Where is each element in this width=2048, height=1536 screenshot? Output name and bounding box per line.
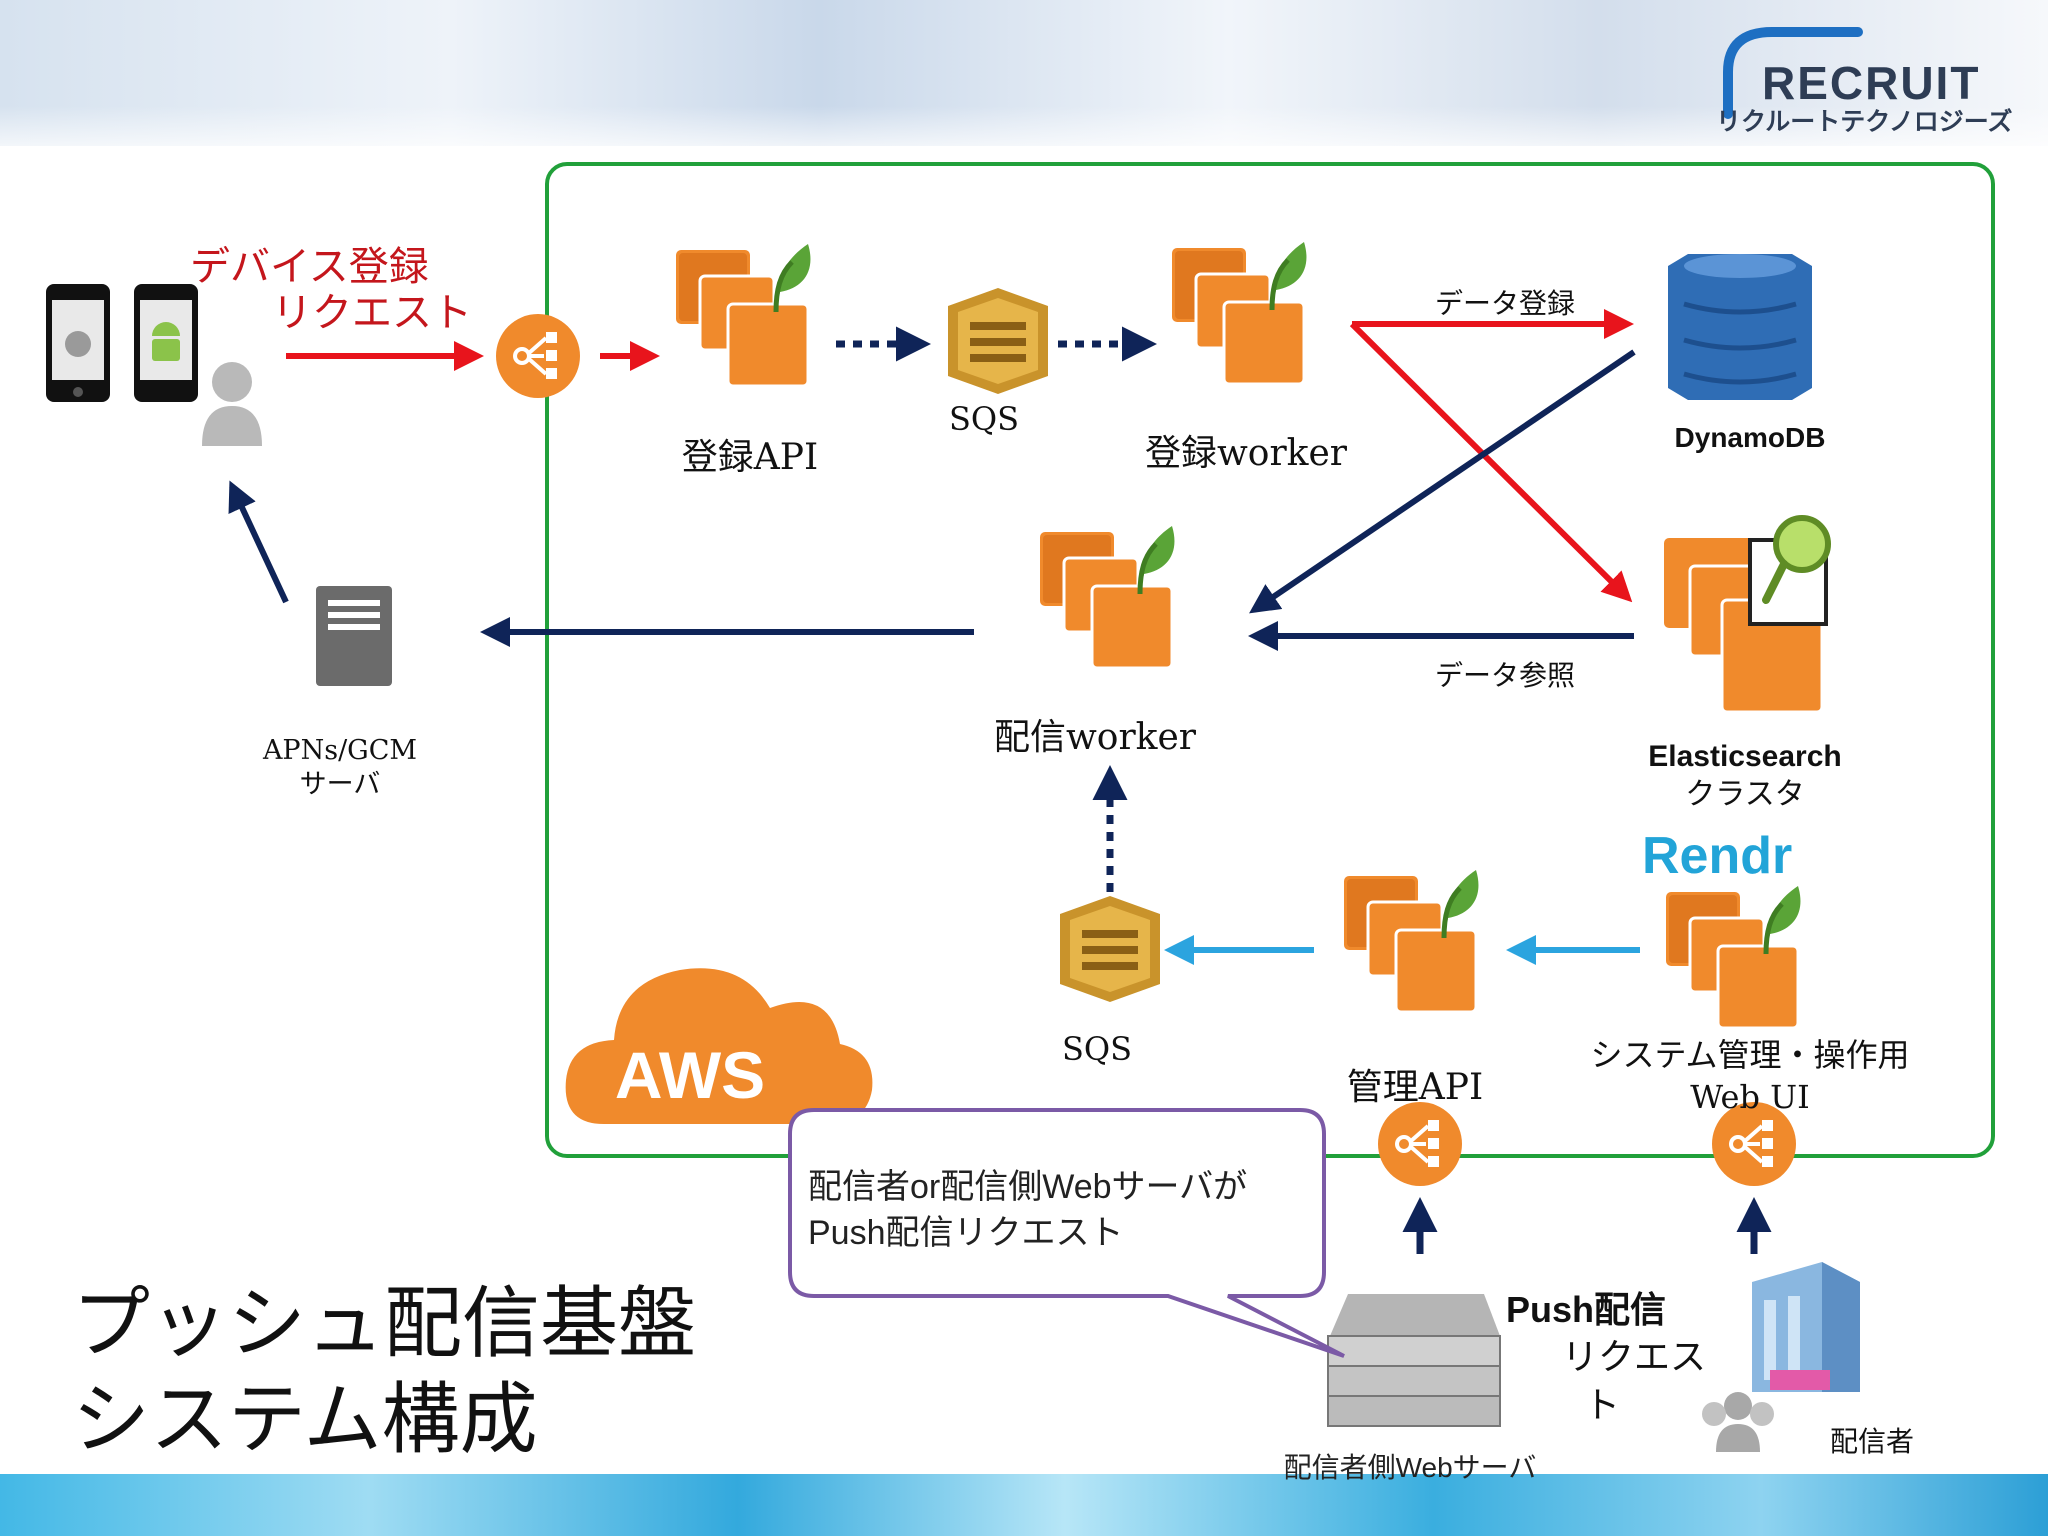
page-title-line2: システム構成 [72, 1375, 538, 1465]
aws-cloud-text: AWS [615, 1038, 765, 1112]
mgmt-api-ec2-icon [1344, 870, 1478, 1012]
sqs-bottom-label: SQS [1061, 1030, 1133, 1068]
mgmt-api-label: 管理API [1346, 1067, 1484, 1108]
device-reg-label: デバイス登録 リクエスト [190, 244, 472, 336]
push-line3: ト [1584, 1385, 1621, 1426]
sqs-icon-bottom [1060, 896, 1160, 1002]
sqs-icon-top [948, 288, 1048, 394]
data-register-label: データ登録 [1434, 287, 1575, 320]
callout-line2: Push配信リクエスト [808, 1214, 1124, 1252]
data-reference-label: データ参照 [1434, 659, 1575, 692]
load-balancer-icon-mgmt [1376, 1100, 1464, 1188]
dist-worker-ec2-icon [1040, 526, 1174, 668]
reg-worker-label: 登録worker [1144, 433, 1348, 474]
push-request-label: Push配信 リクエス ト [1506, 1286, 1706, 1430]
logo-word: RECRUIT [1762, 57, 1981, 109]
rack-server-icon [1327, 1294, 1501, 1427]
android-phone-icon [134, 284, 198, 402]
recruit-logo-mark [1723, 27, 1863, 119]
logo-subtitle: リクルートテクノロジーズ [1716, 107, 2013, 136]
distributor-label: 配信者 [1830, 1425, 1915, 1458]
callout-line1: 配信者or配信側Webサーバが [808, 1168, 1248, 1206]
dynamodb-icon [1668, 254, 1812, 400]
push-line1: Push配信 [1506, 1289, 1667, 1330]
web-ui-ec2-icon [1666, 886, 1800, 1028]
sys-ui-label: システム管理・操作用 Web UI [1560, 1034, 1940, 1118]
apns-line2: サーバ [299, 769, 381, 800]
server-icon [316, 586, 392, 686]
aws-cloud-icon: AWS [565, 968, 873, 1124]
es-line1: Elasticsearch [1648, 740, 1842, 773]
es-line2: クラスタ [1685, 777, 1805, 812]
page-title-line1: プッシュ配信基盤 [72, 1279, 697, 1369]
recruit-logo: RECRUIT リクルートテクノロジーズ [1708, 26, 2038, 136]
device-reg-line1: デバイス登録 [190, 244, 429, 290]
es-register-arrow [1349, 321, 1633, 603]
web-server-label: 配信者側Webサーバ [1283, 1452, 1537, 1483]
elasticsearch-icon [1664, 515, 1831, 714]
footer-banner [0, 1474, 2048, 1536]
reg-api-ec2-icon [676, 244, 810, 386]
users-group-icon [1702, 1392, 1774, 1452]
es-label: Elasticsearch クラスタ [1610, 738, 1880, 814]
device-reg-line2: リクエスト [272, 290, 472, 336]
load-balancer-icon [494, 312, 582, 400]
rendr-label: Rendr [1642, 827, 1793, 885]
user-icon [202, 362, 262, 446]
dynamo-to-dist-arrow [1249, 349, 1636, 614]
page-title: プッシュ配信基盤 システム構成 [72, 1276, 696, 1468]
callout-text: 配信者or配信側Webサーバが Push配信リクエスト [808, 1164, 1328, 1256]
sys-ui-line1: システム管理・操作用 [1590, 1036, 1910, 1074]
push-line2: リクエス [1562, 1337, 1707, 1378]
iphone-icon [46, 284, 110, 402]
dist-worker-label: 配信worker [993, 717, 1197, 758]
office-building-icon [1752, 1262, 1860, 1392]
callout-bubble [788, 1108, 1345, 1358]
reg-worker-ec2-icon [1172, 242, 1306, 384]
apns-to-device-arrow [228, 480, 289, 604]
sqs-top-label: SQS [948, 400, 1020, 438]
apns-label: APNs/GCM サーバ [250, 734, 430, 802]
header-banner [0, 0, 2048, 146]
dynamodb-label: DynamoDB [1674, 422, 1826, 453]
apns-line1: APNs/GCM [262, 735, 418, 766]
sys-ui-line2: Web UI [1690, 1078, 1810, 1116]
reg-api-label: 登録API [681, 437, 819, 478]
